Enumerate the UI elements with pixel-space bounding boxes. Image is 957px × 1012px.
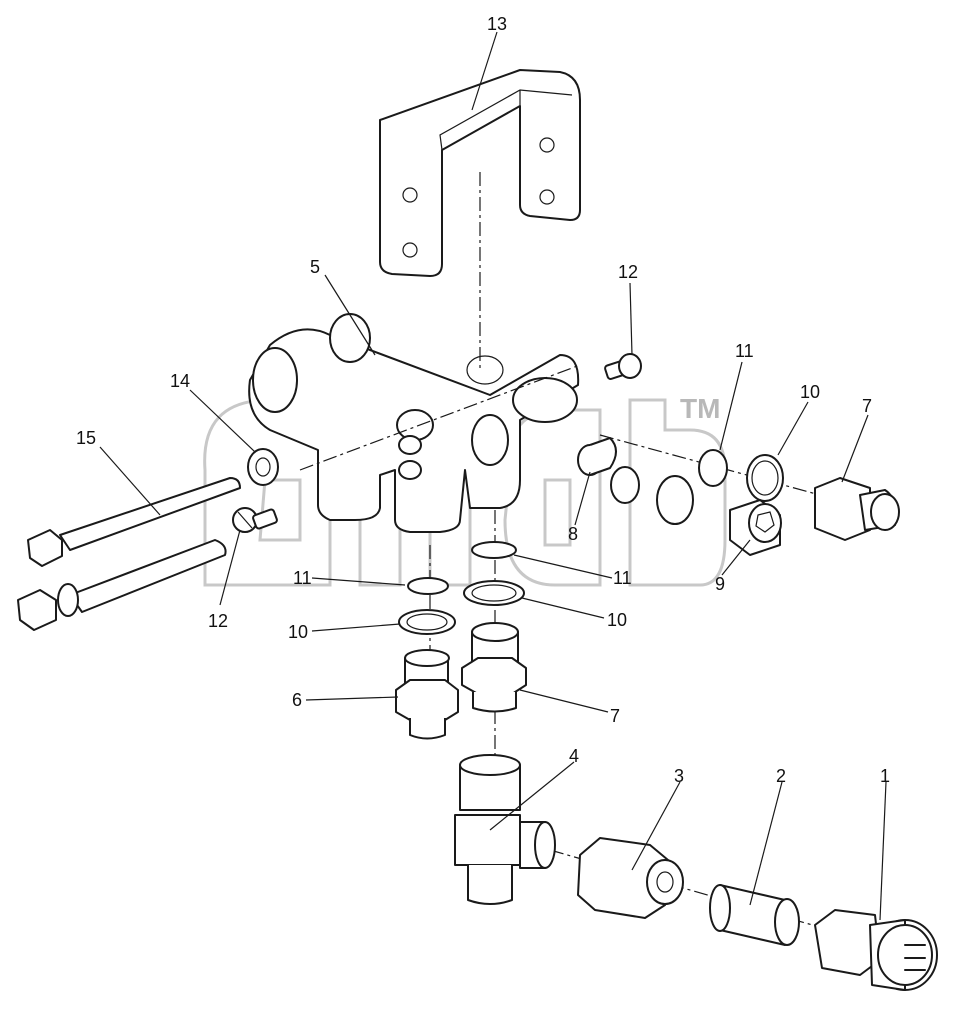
- seal-ring-part-8: [577, 437, 617, 476]
- trademark-mark: TM: [680, 393, 720, 424]
- label-12-top: 12: [618, 262, 638, 282]
- sensor-part-1: [814, 909, 938, 991]
- label-10-left: 10: [288, 622, 308, 642]
- seal-ring-right-small: [610, 466, 640, 504]
- label-1: 1: [880, 766, 890, 786]
- seal-ring-part-11-right: [698, 449, 728, 487]
- nut-part-3: [577, 837, 684, 919]
- label-3: 3: [674, 766, 684, 786]
- label-10-right: 10: [800, 382, 820, 402]
- fitting-part-7-right: [814, 477, 900, 541]
- label-11-left: 11: [293, 568, 312, 588]
- label-10-mid: 10: [607, 610, 627, 630]
- seal-ring-part-10-left: [398, 609, 456, 635]
- fitting-part-7-bottom: [461, 622, 527, 713]
- seal-ring-part-11-left: [407, 577, 449, 595]
- label-5: 5: [310, 257, 320, 277]
- leader-lines: [99, 31, 887, 921]
- seal-ring-part-11-mid: [471, 541, 517, 559]
- fitting-part-6: [395, 649, 459, 740]
- label-7-right: 7: [862, 396, 872, 416]
- callout-labels: 13 5 12 11 10 7 14 15 8 9 11 11 12 10 10…: [76, 14, 890, 786]
- label-2: 2: [776, 766, 786, 786]
- label-15: 15: [76, 428, 96, 448]
- seal-ring-part-10-right: [746, 454, 784, 502]
- label-14: 14: [170, 371, 190, 391]
- seal-ring-right-large: [656, 475, 694, 525]
- label-8: 8: [568, 524, 578, 544]
- bolts-part-15: [17, 477, 241, 631]
- label-11-right: 11: [735, 341, 754, 361]
- label-6: 6: [292, 690, 302, 710]
- label-11-mid: 11: [613, 568, 632, 588]
- label-13: 13: [487, 14, 507, 34]
- plug-part-9: [729, 499, 782, 556]
- sleeve-part-2: [709, 884, 800, 946]
- label-4: 4: [569, 746, 579, 766]
- label-9: 9: [715, 574, 725, 594]
- washer-part-14: [247, 448, 279, 486]
- screw-part-12-left: [232, 507, 278, 533]
- tee-fitting-part-4: [454, 754, 556, 905]
- valve-body-part-5: [248, 313, 580, 533]
- bracket-part-13: [379, 69, 581, 277]
- label-12-left: 12: [208, 611, 228, 631]
- screw-part-12-top: [604, 353, 642, 380]
- seal-ring-part-10-mid: [463, 580, 525, 606]
- label-7-bottom: 7: [610, 706, 620, 726]
